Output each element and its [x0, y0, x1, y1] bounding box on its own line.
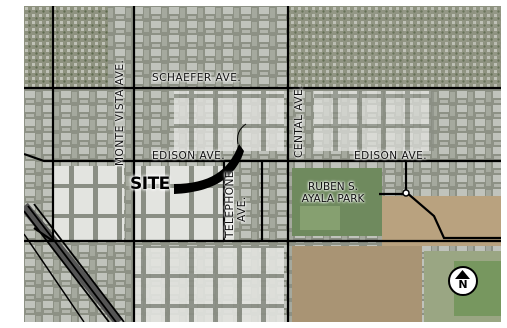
site-arrow-icon	[174, 144, 244, 194]
monte-vista-ave-label: MONTE VISTA AVE.	[114, 59, 126, 166]
road-network	[24, 6, 501, 322]
edison-ave-west-label: EDISON AVE.	[152, 150, 226, 162]
telephone-ave-suffix-label: AVE.	[236, 196, 248, 222]
north-letter: N	[458, 278, 468, 291]
park-label-line1: RUBEN S.	[307, 181, 358, 193]
edison-ave-east-label: EDISON AVE.	[354, 150, 428, 162]
north-arrow-icon: N	[448, 266, 478, 296]
aerial-map	[24, 6, 501, 322]
park-label-line2: AYALA PARK	[301, 193, 365, 205]
schaefer-ave-label: SCHAEFER AVE.	[152, 72, 242, 84]
site-label: SITE	[130, 174, 170, 194]
park-label: RUBEN S. AYALA PARK	[288, 181, 378, 205]
telephone-ave-label: TELEPHONE	[224, 170, 236, 238]
north-arrow-head	[455, 270, 470, 279]
cental-ave-label: CENTAL AVE.	[293, 85, 305, 158]
map-view[interactable]: SCHAEFER AVE. EDISON AVE. EDISON AVE. MO…	[24, 6, 501, 322]
